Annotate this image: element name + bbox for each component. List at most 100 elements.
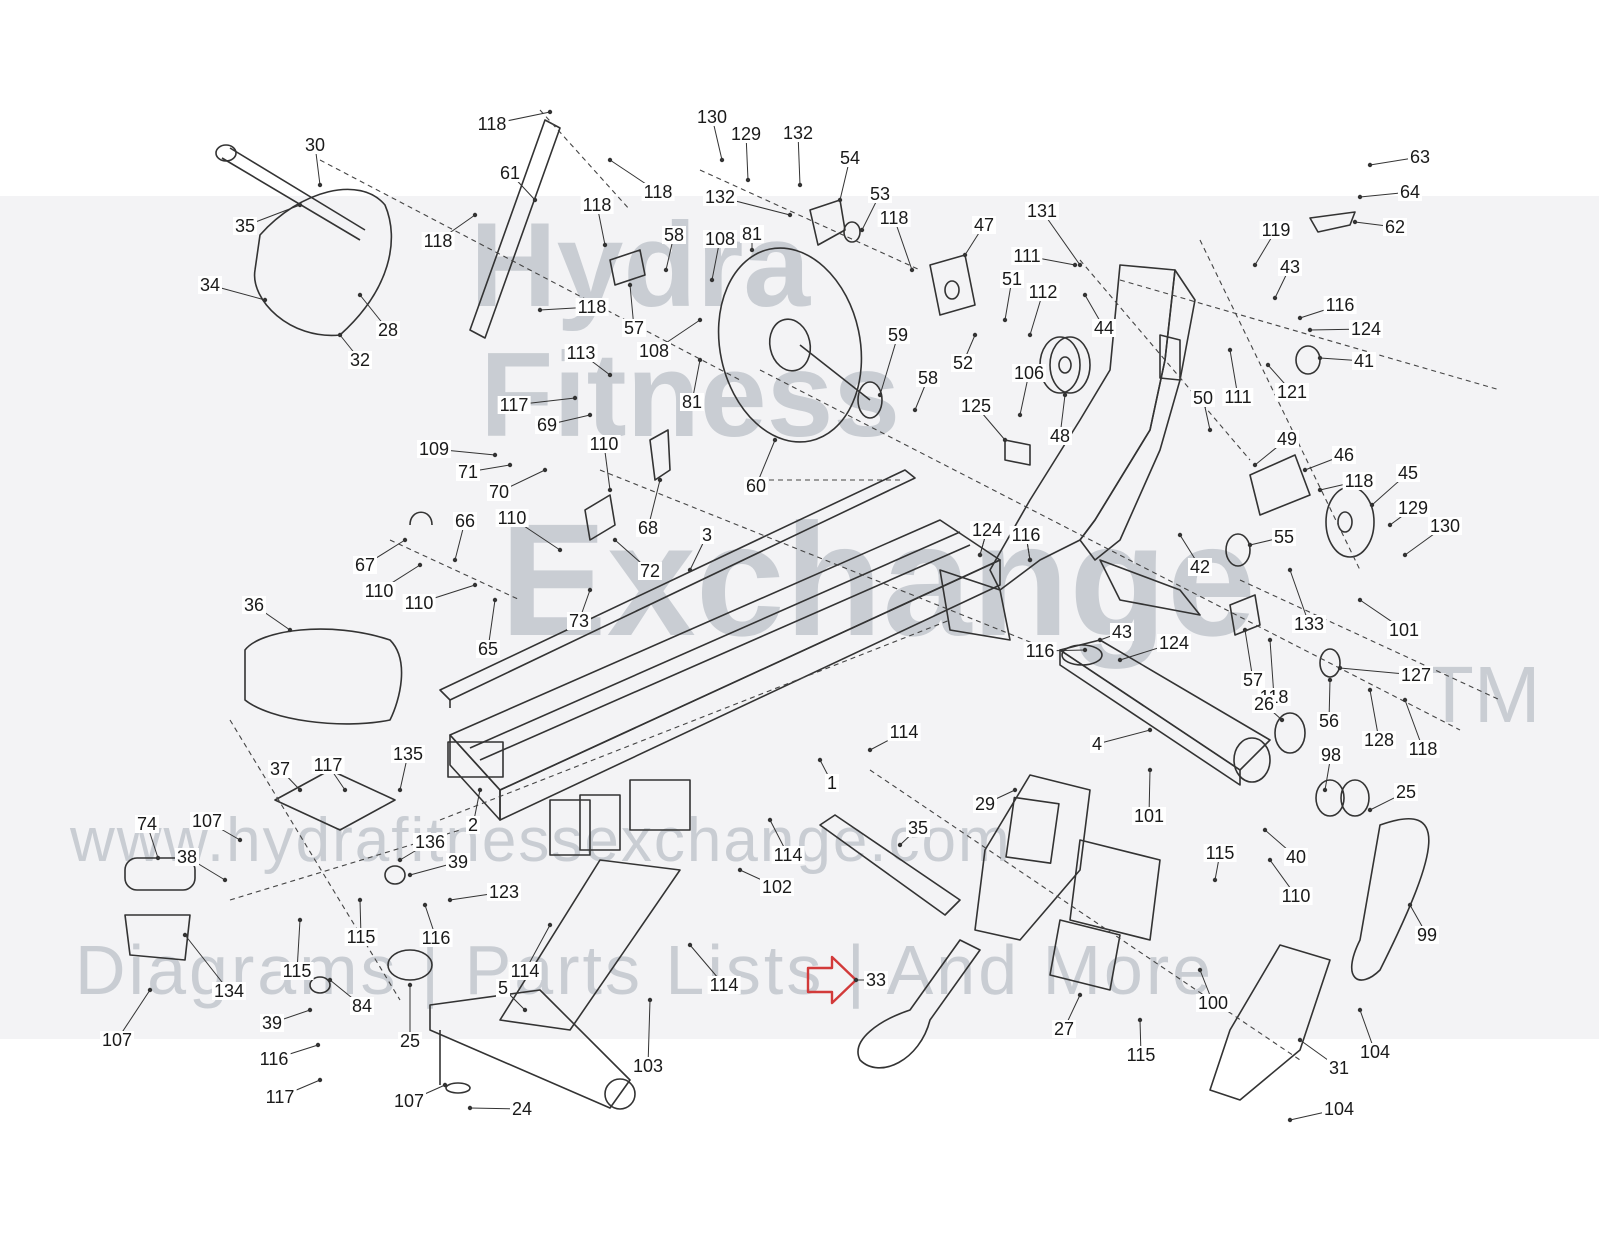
part-callout-47: 47 xyxy=(971,215,997,235)
leader-dot xyxy=(972,332,978,338)
leader-dot xyxy=(1117,657,1123,663)
leader-dot xyxy=(787,212,793,218)
part-callout-53: 53 xyxy=(867,184,893,204)
leader-dot xyxy=(837,197,843,203)
pulley-41 xyxy=(1295,345,1321,375)
leader-dot xyxy=(719,157,725,163)
leader-dot xyxy=(1072,262,1078,268)
leader-dot xyxy=(647,997,653,1003)
leader-dot xyxy=(315,1042,321,1048)
leader-dot xyxy=(859,227,865,233)
part-callout-60: 60 xyxy=(743,476,769,496)
part-callout-118: 118 xyxy=(1406,739,1440,759)
leader-dot xyxy=(407,872,413,878)
leader-dot xyxy=(472,582,478,588)
stop-125 xyxy=(1004,439,1031,466)
handle-35-lower xyxy=(819,814,961,916)
part-callout-72: 72 xyxy=(637,561,663,581)
part-callout-25: 25 xyxy=(1393,782,1419,802)
part-callout-115: 115 xyxy=(280,961,314,981)
leader-dot xyxy=(1352,219,1358,225)
leader-dot xyxy=(307,1007,313,1013)
part-callout-113: 113 xyxy=(564,343,598,363)
leader-dot xyxy=(507,462,513,468)
part-callout-4: 4 xyxy=(1089,734,1105,754)
leader-dot xyxy=(912,407,918,413)
leader-dot xyxy=(1227,347,1233,353)
leader-dot xyxy=(607,372,613,378)
highlight-arrow xyxy=(806,955,858,1005)
pulley-56 xyxy=(1319,648,1341,678)
leader-line xyxy=(647,999,651,1067)
part-callout-37: 37 xyxy=(267,759,293,779)
leader-dot xyxy=(492,452,498,458)
part-callout-109: 109 xyxy=(416,439,452,459)
leader-dot xyxy=(317,1077,323,1083)
part-callout-132: 132 xyxy=(780,123,816,143)
leader-dot xyxy=(853,977,859,983)
part-callout-35: 35 xyxy=(232,216,258,236)
leader-dot xyxy=(1077,992,1083,998)
leader-dot xyxy=(357,897,363,903)
leader-dot xyxy=(262,297,268,303)
leader-dot xyxy=(1369,502,1375,508)
leader-dot xyxy=(1027,557,1033,563)
leader-dot xyxy=(357,292,363,298)
part-callout-71: 71 xyxy=(455,462,481,482)
leader-dot xyxy=(547,109,553,115)
part-callout-130: 130 xyxy=(1427,516,1463,536)
leader-dot xyxy=(327,977,333,983)
leader-dot xyxy=(687,567,693,573)
leader-dot xyxy=(1002,437,1008,443)
part-callout-118: 118 xyxy=(641,182,675,202)
part-callout-70: 70 xyxy=(486,482,512,502)
leader-dot xyxy=(1302,467,1308,473)
part-callout-43: 43 xyxy=(1277,257,1303,277)
part-callout-56: 56 xyxy=(1316,711,1342,731)
leader-dot xyxy=(1267,637,1273,643)
leader-dot xyxy=(1307,327,1313,333)
part-callout-116: 116 xyxy=(257,1049,291,1069)
leader-dot xyxy=(1207,427,1213,433)
part-callout-125: 125 xyxy=(958,396,994,416)
part-callout-118: 118 xyxy=(421,231,455,251)
leader-dot xyxy=(572,395,578,401)
part-callout-66: 66 xyxy=(452,511,478,531)
leader-dot xyxy=(1287,567,1293,573)
leader-dot xyxy=(1077,262,1083,268)
leader-dot xyxy=(1012,787,1018,793)
leader-dot xyxy=(452,557,458,563)
leader-dot xyxy=(1212,877,1218,883)
leader-dot xyxy=(687,942,693,948)
main-rail xyxy=(449,519,1001,821)
leader-dot xyxy=(147,987,153,993)
part-callout-118: 118 xyxy=(475,114,509,134)
leader-dot xyxy=(1262,827,1268,833)
leader-dot xyxy=(237,837,243,843)
part-callout-135: 135 xyxy=(390,744,426,764)
leader-dot xyxy=(627,282,633,288)
cover-31 xyxy=(1209,944,1331,1101)
leader-dot xyxy=(1242,627,1248,633)
foot-pad-25 xyxy=(387,949,433,981)
bracket-57b xyxy=(1229,594,1261,636)
leader-dot xyxy=(1197,967,1203,973)
part-callout-128: 128 xyxy=(1361,730,1397,750)
part-callout-44: 44 xyxy=(1091,318,1117,338)
leader-dot xyxy=(602,242,608,248)
leader-dot xyxy=(697,357,703,363)
part-callout-2: 2 xyxy=(465,815,481,835)
pulley-55 xyxy=(1225,533,1251,567)
leader-dot xyxy=(1402,697,1408,703)
leader-dot xyxy=(1097,637,1103,643)
part-callout-74: 74 xyxy=(134,814,160,834)
leader-dot xyxy=(1402,552,1408,558)
handle-33 xyxy=(857,939,981,1069)
leader-line xyxy=(879,334,899,396)
part-callout-106: 106 xyxy=(1011,363,1047,383)
leader-line xyxy=(1096,729,1151,745)
part-callout-64: 64 xyxy=(1397,182,1423,202)
leader-dot xyxy=(397,787,403,793)
